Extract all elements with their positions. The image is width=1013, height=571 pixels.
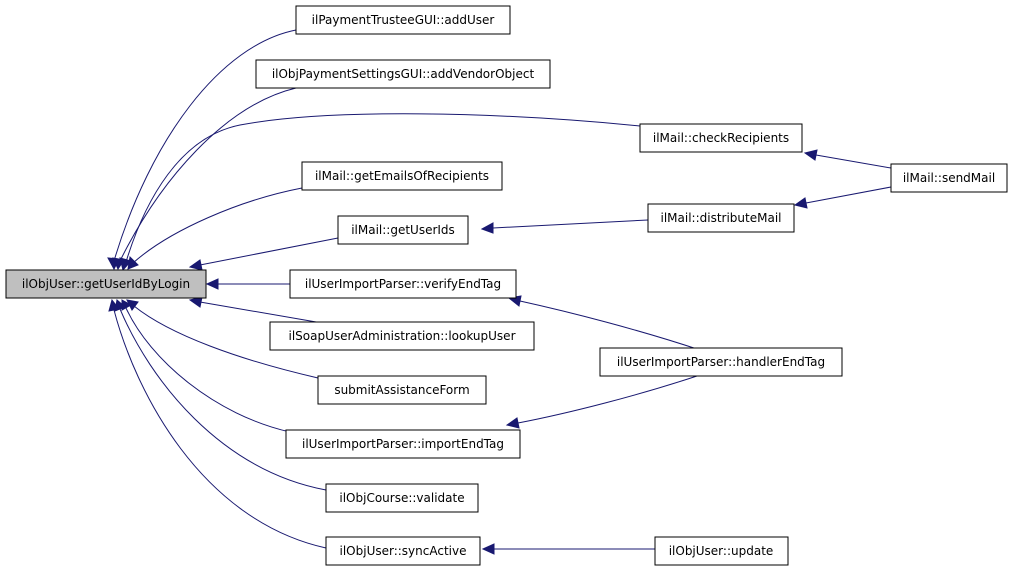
node-import-end-tag-label: ilUserImportParser::importEndTag — [302, 437, 504, 451]
node-import-verify-end-tag[interactable]: ilUserImportParser::verifyEndTag — [289, 269, 517, 299]
node-root[interactable]: ilObjUser::getUserIdByLogin — [5, 269, 207, 299]
node-user-update-label: ilObjUser::update — [669, 544, 774, 558]
node-user-update[interactable]: ilObjUser::update — [654, 536, 789, 566]
edge-get-user-ids-to-root — [199, 237, 339, 266]
edge-payment-settings-to-root — [119, 87, 297, 262]
edges — [107, 29, 892, 555]
node-check-recipients-label: ilMail::checkRecipients — [653, 131, 789, 145]
edge-course-validate-to-root — [119, 308, 327, 491]
node-submit-assistance-label: submitAssistanceForm — [334, 383, 469, 397]
node-verify-end-tag-label: ilUserImportParser::verifyEndTag — [305, 277, 501, 291]
edge-check-recipients-to-root — [125, 113, 641, 263]
node-mail-send-mail[interactable]: ilMail::sendMail — [890, 163, 1008, 193]
node-user-sync-active[interactable]: ilObjUser::syncActive — [325, 536, 481, 566]
node-root-label: ilObjUser::getUserIdByLogin — [22, 277, 190, 291]
node-submit-assistance-form[interactable]: submitAssistanceForm — [317, 375, 487, 405]
node-send-mail-box — [890, 163, 1008, 193]
edge-send-mail-to-check-recipients — [815, 154, 892, 169]
edge-import-end-tag-to-root — [125, 307, 291, 433]
node-mail-get-emails[interactable]: ilMail::getEmailsOfRecipients — [301, 161, 503, 191]
node-payment-trustee-label: ilPaymentTrusteeGUI::addUser — [312, 13, 495, 27]
edge-distribute-arrow — [480, 222, 494, 234]
edge-check-recipients-arrow — [119, 257, 132, 272]
node-course-validate[interactable]: ilObjCourse::validate — [325, 483, 479, 513]
edge-distribute-to-get-user-ids — [492, 219, 649, 229]
edge-handler-import-arrow — [505, 417, 520, 429]
edge-handler-end-tag-to-verify — [519, 300, 701, 351]
node-lookup-user-box — [269, 321, 535, 351]
node-distribute-label: ilMail::distributeMail — [661, 211, 782, 225]
node-get-user-ids-box — [337, 215, 469, 245]
edge-send-mail-to-distribute — [805, 186, 892, 204]
node-import-end-tag-box — [285, 429, 521, 459]
node-payment-trustee-box — [295, 5, 511, 35]
node-import-handler-end-tag[interactable]: ilUserImportParser::handlerEndTag — [599, 347, 843, 377]
edge-update-arrow — [481, 543, 495, 555]
node-course-validate-box — [325, 483, 479, 513]
edge-sync-active-arrow — [108, 298, 120, 312]
node-mail-get-user-ids[interactable]: ilMail::getUserIds — [337, 215, 469, 245]
node-get-emails-label: ilMail::getEmailsOfRecipients — [315, 169, 489, 183]
node-mail-check-recipients[interactable]: ilMail::checkRecipients — [639, 123, 803, 153]
edge-sync-active-to-root — [113, 309, 327, 549]
node-sync-active-label: ilObjUser::syncActive — [340, 544, 467, 558]
node-handler-end-tag-box — [599, 347, 843, 377]
node-mail-distribute[interactable]: ilMail::distributeMail — [647, 203, 795, 233]
node-send-mail-label: ilMail::sendMail — [903, 171, 995, 185]
node-handler-end-tag-label: ilUserImportParser::handlerEndTag — [617, 355, 825, 369]
node-get-emails-box — [301, 161, 503, 191]
node-submit-assistance-box — [317, 375, 487, 405]
node-sync-active-box — [325, 536, 481, 566]
node-import-import-end-tag[interactable]: ilUserImportParser::importEndTag — [285, 429, 521, 459]
edge-lookup-user-to-root — [199, 301, 323, 324]
node-course-validate-label: ilObjCourse::validate — [339, 491, 464, 505]
edge-send-mail-check-arrow — [803, 149, 818, 161]
edge-send-mail-distribute-arrow — [793, 197, 808, 209]
node-payment-settings-box — [255, 59, 551, 89]
node-lookup-user-label: ilSoapUserAdministration::lookupUser — [288, 329, 515, 343]
node-payment-trustee-add-user[interactable]: ilPaymentTrusteeGUI::addUser — [295, 5, 511, 35]
edge-get-emails-arrow — [127, 255, 139, 270]
edge-handler-end-tag-to-import — [517, 374, 701, 424]
node-user-update-box — [654, 536, 789, 566]
node-distribute-box — [647, 203, 795, 233]
edge-get-user-ids-arrow — [188, 259, 203, 271]
node-get-user-ids-label: ilMail::getUserIds — [351, 223, 455, 237]
edge-verify-end-tag-arrow — [205, 278, 219, 290]
node-verify-end-tag-box — [289, 269, 517, 299]
node-payment-settings-add-vendor[interactable]: ilObjPaymentSettingsGUI::addVendorObject — [255, 59, 551, 89]
edge-submit-assistance-to-root — [133, 305, 319, 379]
node-soap-lookup-user[interactable]: ilSoapUserAdministration::lookupUser — [269, 321, 535, 351]
node-check-recipients-box — [639, 123, 803, 153]
edge-get-emails-to-root — [132, 187, 303, 264]
edge-payment-trustee-to-root — [113, 29, 297, 262]
node-root-box — [5, 269, 207, 299]
node-payment-settings-label: ilObjPaymentSettingsGUI::addVendorObject — [272, 67, 535, 81]
